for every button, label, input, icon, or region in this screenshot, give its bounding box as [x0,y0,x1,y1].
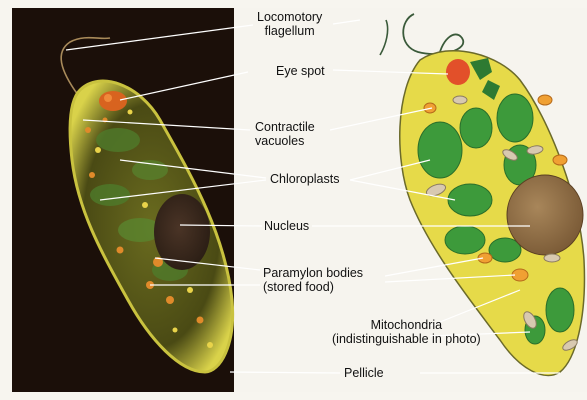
photo-chloroplast [132,160,168,180]
label-paramylon-bodies: Paramylon bodies (stored food) [263,266,363,294]
label-chloroplasts: Chloroplasts [270,172,339,186]
photo-chloroplast [96,128,140,152]
label-paramylon-line2: (stored food) [263,280,363,294]
label-mitochondria: Mitochondria (indistinguishable in photo… [332,318,481,346]
label-pellicle: Pellicle [344,366,384,380]
label-locomotory-flagellum-line2: flagellum [257,24,322,38]
label-mitochondria-line2: (indistinguishable in photo) [332,332,481,346]
drawing-nucleus [507,175,583,255]
label-contractile-vacuoles-line1: Contractile [255,120,315,134]
label-nucleus: Nucleus [264,219,309,233]
label-contractile-vacuoles-line2: vacuoles [255,134,315,148]
label-eye-spot: Eye spot [276,64,325,78]
label-mitochondria-line1: Mitochondria [332,318,481,332]
label-contractile-vacuoles: Contractile vacuoles [255,120,315,148]
label-locomotory-flagellum: Locomotory flagellum [257,10,322,38]
photo-eye-spot [99,91,127,111]
photo-chloroplast [90,184,130,206]
label-locomotory-flagellum-line1: Locomotory [257,10,322,24]
label-paramylon-line1: Paramylon bodies [263,266,363,280]
